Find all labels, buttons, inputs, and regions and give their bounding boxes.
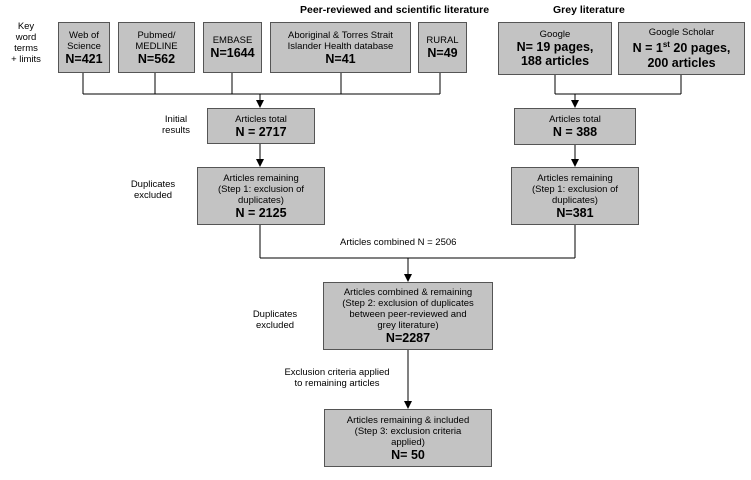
grey-literature-header: Grey literature: [553, 4, 625, 16]
box-count: N= 50: [391, 447, 425, 462]
duplicates-excluded-label-1: Duplicates excluded: [130, 179, 176, 201]
source-count: N=1644: [210, 46, 255, 60]
source-box-web-of-science: Web of Science N=421: [58, 22, 110, 73]
source-count: N = 1st 20 pages, 200 articles: [633, 38, 731, 69]
source-name: Pubmed/ MEDLINE: [135, 29, 178, 52]
source-name: Google Scholar: [648, 27, 715, 39]
peer-reviewed-header: Peer-reviewed and scientific literature: [300, 4, 490, 16]
source-count: N= 19 pages, 188 articles: [516, 40, 594, 68]
grey-remaining-box: Articles remaining (Step 1: exclusion of…: [511, 167, 639, 225]
count-suffix: 20 pages, 200 articles: [647, 41, 731, 70]
source-box-google-scholar: Google Scholar N = 1st 20 pages, 200 art…: [618, 22, 745, 75]
box-label: Articles total: [235, 113, 287, 125]
box-count: N = 388: [552, 125, 598, 139]
source-count: N=421: [65, 51, 103, 66]
source-count: N=562: [137, 51, 176, 66]
source-box-atsi-health: Aboriginal & Torres Strait Islander Heal…: [270, 22, 411, 73]
box-count: N = 2717: [235, 124, 287, 139]
keyword-terms-label: Key word terms + limits: [11, 21, 41, 65]
source-box-pubmed: Pubmed/ MEDLINE N=562: [118, 22, 195, 73]
source-name: Google: [539, 29, 571, 40]
box-label: Articles combined & remaining (Step 2: e…: [342, 287, 474, 331]
box-label: Articles remaining (Step 1: exclusion of…: [217, 172, 305, 206]
peer-total-box: Articles total N = 2717: [207, 108, 315, 144]
final-included-box: Articles remaining & included (Step 3: e…: [324, 409, 492, 467]
box-count: N=381: [556, 205, 594, 220]
articles-combined-label: Articles combined N = 2506: [340, 237, 457, 248]
duplicates-excluded-label-2: Duplicates excluded: [252, 309, 298, 331]
count-prefix: N = 1: [632, 41, 663, 56]
box-count: N=2287: [385, 331, 431, 345]
grey-total-box: Articles total N = 388: [514, 108, 636, 145]
source-box-google: Google N= 19 pages, 188 articles: [498, 22, 612, 75]
source-name: Web of Science: [67, 29, 101, 52]
box-label: Articles remaining & included (Step 3: e…: [346, 414, 470, 448]
source-count: N=41: [325, 51, 356, 66]
box-count: N = 2125: [235, 205, 287, 220]
source-count: N=49: [427, 46, 458, 60]
peer-remaining-box: Articles remaining (Step 1: exclusion of…: [197, 167, 325, 225]
box-label: Articles total: [549, 114, 601, 125]
combined-remaining-box: Articles combined & remaining (Step 2: e…: [323, 282, 493, 350]
source-box-rural: RURAL N=49: [418, 22, 467, 73]
exclusion-criteria-label: Exclusion criteria applied to remaining …: [284, 367, 390, 389]
source-name: Aboriginal & Torres Strait Islander Heal…: [287, 29, 394, 52]
box-label: Articles remaining (Step 1: exclusion of…: [531, 172, 619, 206]
initial-results-label: Initial results: [162, 114, 190, 136]
source-name: RURAL: [426, 35, 459, 46]
source-name: EMBASE: [212, 35, 253, 46]
source-box-embase: EMBASE N=1644: [203, 22, 262, 73]
count-superscript: st: [662, 40, 670, 50]
